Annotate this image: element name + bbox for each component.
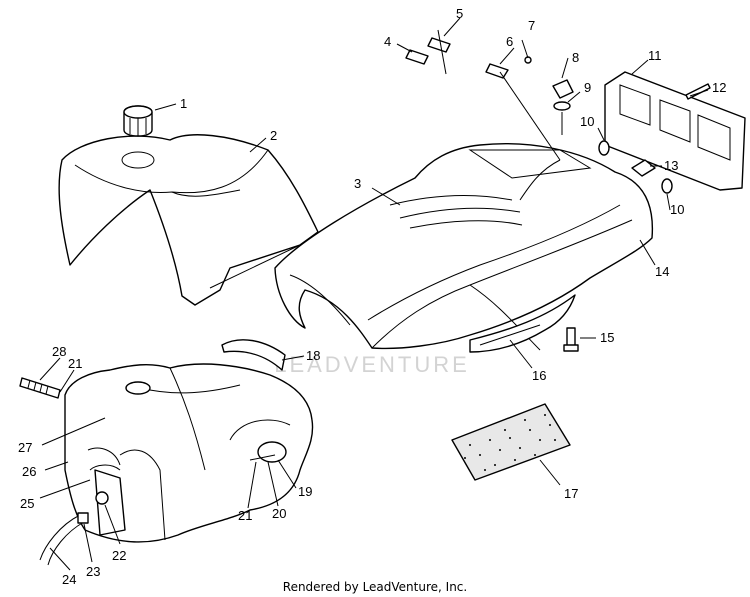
callout-10-upper: 10 [580, 114, 594, 129]
callout-9: 9 [584, 80, 591, 95]
callout-labels: 1 2 3 4 5 6 7 8 9 10 10 11 12 13 14 15 1… [18, 6, 726, 587]
part-28-hose-fitting [19, 377, 61, 399]
callout-6: 6 [506, 34, 513, 49]
callout-25: 25 [20, 496, 34, 511]
callout-24: 24 [62, 572, 76, 587]
callout-26: 26 [22, 464, 36, 479]
callout-19: 19 [298, 484, 312, 499]
part-18-strap [221, 339, 286, 371]
callout-20: 20 [272, 506, 286, 521]
callout-10-lower: 10 [670, 202, 684, 217]
part-16-seat-base [469, 294, 576, 353]
part-23-clamp [77, 512, 89, 524]
callout-14: 14 [655, 264, 669, 279]
callout-22: 22 [112, 548, 126, 563]
part-8-nut [552, 79, 574, 99]
callout-12: 12 [712, 80, 726, 95]
part-10-bulb-lower [661, 178, 673, 194]
callout-11: 11 [648, 48, 662, 63]
callout-2: 2 [270, 128, 277, 143]
callout-23: 23 [86, 564, 100, 579]
callout-28: 28 [52, 344, 66, 359]
part-15-bolt [563, 327, 579, 352]
part-22-valve [95, 491, 109, 505]
callout-21-left: 21 [68, 356, 82, 371]
part-3-seat [274, 143, 654, 351]
part-13-lens [631, 159, 656, 177]
callout-13: 13 [664, 158, 678, 173]
callout-17: 17 [564, 486, 578, 501]
part-10-bulb-upper [598, 140, 610, 156]
callout-4: 4 [384, 34, 391, 49]
part-6-bracket [485, 63, 509, 79]
part-5-clip [427, 37, 451, 53]
callout-21-right: 21 [238, 508, 252, 523]
callout-18: 18 [306, 348, 320, 363]
callout-3: 3 [354, 176, 361, 191]
fuel-tank [64, 363, 314, 543]
watermark-text: LEADVENTURE [274, 352, 470, 377]
part-9-washer [553, 101, 571, 111]
callout-7: 7 [528, 18, 535, 33]
part-4-clip [405, 49, 429, 65]
part-24-hose [39, 514, 85, 566]
part-12-screw [685, 83, 711, 100]
callout-1: 1 [180, 96, 187, 111]
footer-credit: Rendered by LeadVenture, Inc. [282, 580, 468, 594]
callout-16: 16 [532, 368, 546, 383]
callout-27: 27 [18, 440, 32, 455]
part-1-cap [123, 105, 153, 137]
callout-15: 15 [600, 330, 614, 345]
leader-lines [39, 17, 709, 571]
part-2-fender [58, 134, 319, 306]
callout-5: 5 [456, 6, 463, 21]
part-17-foam-pad [451, 403, 571, 481]
callout-8: 8 [572, 50, 579, 65]
